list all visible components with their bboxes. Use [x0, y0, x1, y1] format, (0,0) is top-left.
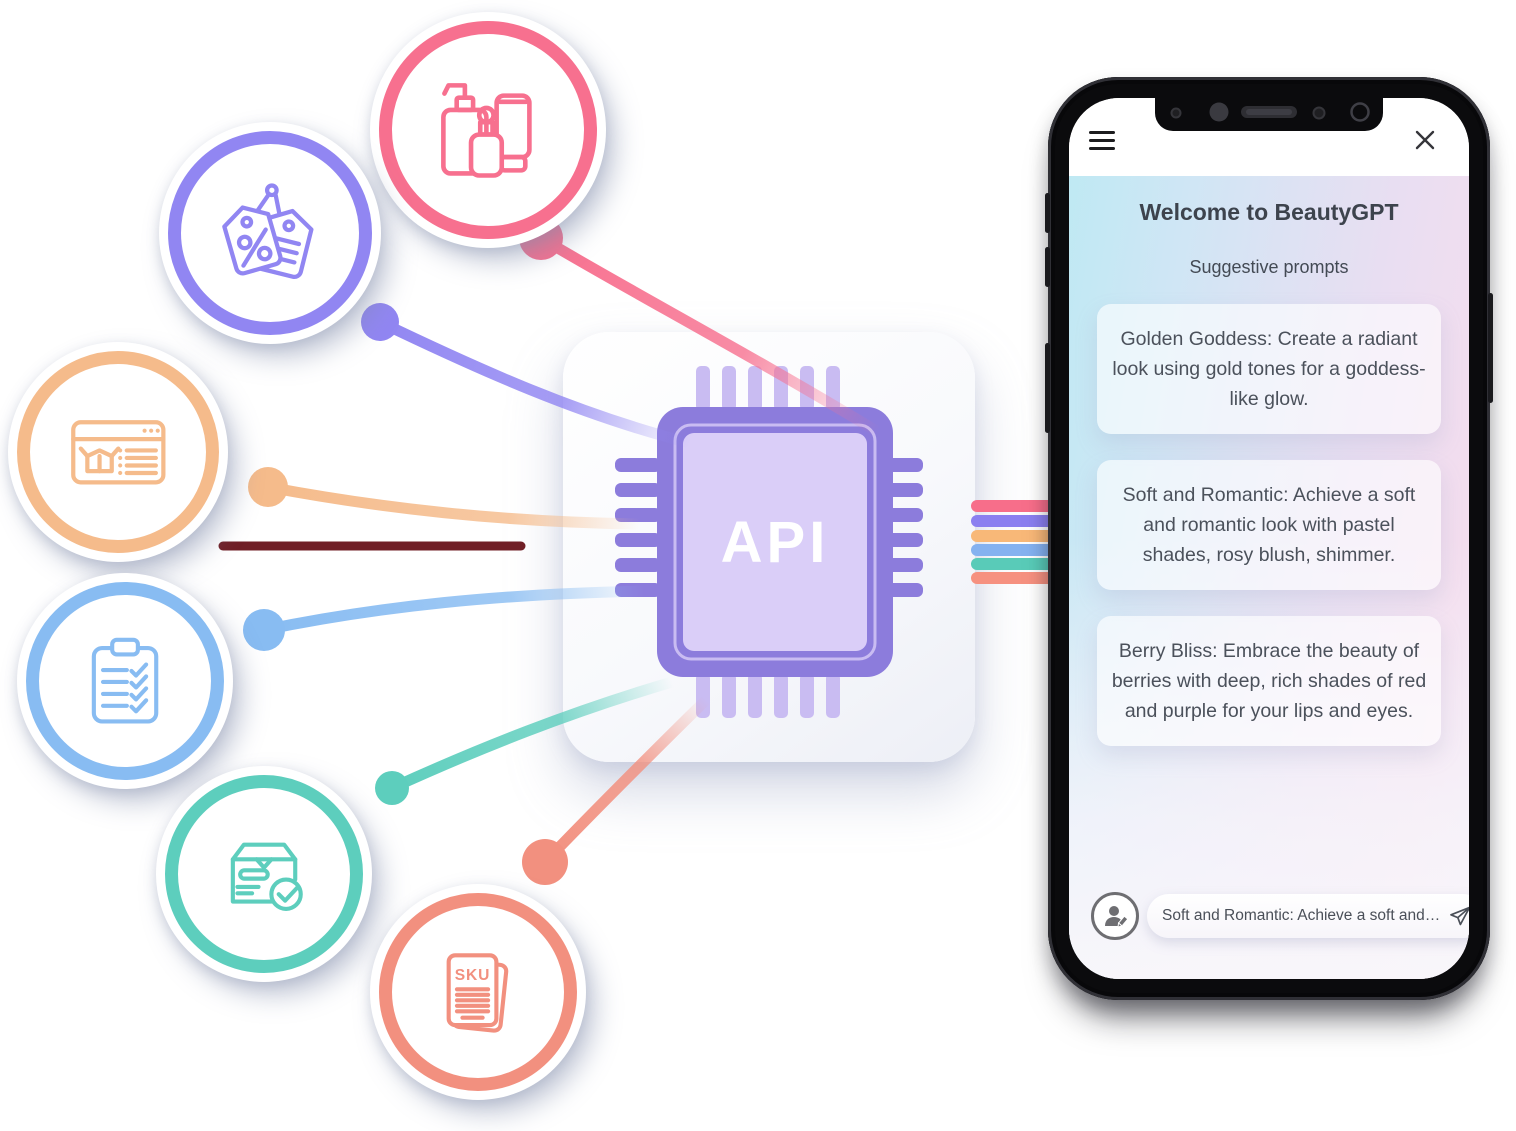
source-node-sku: SKU [370, 884, 586, 1100]
phone-mockup: Welcome to BeautyGPT Suggestive prompts … [1045, 77, 1493, 1000]
app-title: Welcome to BeautyGPT [1139, 199, 1399, 225]
chip-panel [683, 433, 867, 651]
connector-dot-purple [361, 303, 399, 341]
front-camera-icon [1350, 102, 1370, 122]
send-paper-plane-icon[interactable] [1448, 904, 1469, 928]
sku-document-icon: SKU [446, 953, 509, 1033]
close-icon[interactable] [1413, 128, 1437, 152]
phone-power-button [1488, 293, 1493, 403]
sensor-dot-icon [1312, 106, 1326, 120]
cosmetics-icon [440, 82, 532, 178]
connector-line-teal [386, 676, 678, 794]
prompt-card-berry-bliss[interactable]: Berry Bliss: Embrace the beauty of berri… [1097, 616, 1441, 746]
chat-input-bar: Soft and Romantic: Achieve a soft and… [1091, 892, 1469, 940]
source-node-checklist [17, 573, 233, 789]
chat-input[interactable]: Soft and Romantic: Achieve a soft and… [1147, 894, 1469, 938]
phone-volume-button [1045, 247, 1050, 287]
price-tags-ring [168, 131, 372, 335]
sku-label: SKU [455, 967, 491, 984]
api-label: API [721, 510, 830, 575]
phone-volume-button [1045, 193, 1050, 233]
package-ring [165, 775, 363, 973]
cosmetics-ring [379, 21, 597, 239]
connector-line-purple [374, 316, 696, 449]
menu-icon[interactable] [1089, 131, 1115, 155]
connector-dot-blue [243, 609, 285, 651]
camera-dot-icon [1170, 107, 1182, 119]
prompt-card-golden-goddess[interactable]: Golden Goddess: Create a radiant look us… [1097, 304, 1441, 434]
sku-ring: SKU [379, 893, 577, 1091]
source-node-orders-window [8, 342, 228, 562]
phone-mute-button [1045, 343, 1050, 433]
package-check-icon [230, 842, 303, 911]
orders-window-icon [70, 419, 166, 485]
phone-connector-bars [971, 500, 1061, 584]
connector-line-salmon [539, 694, 712, 868]
orders-window-ring [17, 351, 219, 553]
price-tags-icon [222, 183, 314, 280]
chat-input-value: Soft and Romantic: Achieve a soft and… [1162, 907, 1441, 924]
connector-dot-salmon [522, 839, 568, 885]
camera-lens-icon [1209, 102, 1229, 122]
checklist-ring [26, 582, 224, 780]
chat-screen: Welcome to BeautyGPT Suggestive prompts … [1069, 176, 1469, 979]
checklist-icon [91, 637, 159, 724]
source-node-price-tags [159, 122, 381, 344]
chip-panel-border [673, 423, 877, 661]
suggestive-prompts-label: Suggestive prompts [1189, 257, 1349, 277]
connector-line-pink [535, 232, 884, 438]
notch-hardware [1170, 102, 1370, 122]
connector-line-orange [262, 481, 646, 530]
source-node-package [156, 766, 372, 982]
phone-notch [1155, 98, 1383, 131]
source-node-cosmetics [370, 12, 606, 248]
connector-dot-orange [248, 467, 288, 507]
person-edit-icon [1105, 906, 1129, 928]
phone-screen: Welcome to BeautyGPT Suggestive prompts … [1069, 98, 1469, 979]
prompt-card-soft-romantic[interactable]: Soft and Romantic: Achieve a soft and ro… [1097, 460, 1441, 590]
connector-line-blue [258, 585, 651, 636]
connector-dot-teal [375, 771, 409, 805]
user-avatar-button[interactable] [1091, 892, 1139, 940]
